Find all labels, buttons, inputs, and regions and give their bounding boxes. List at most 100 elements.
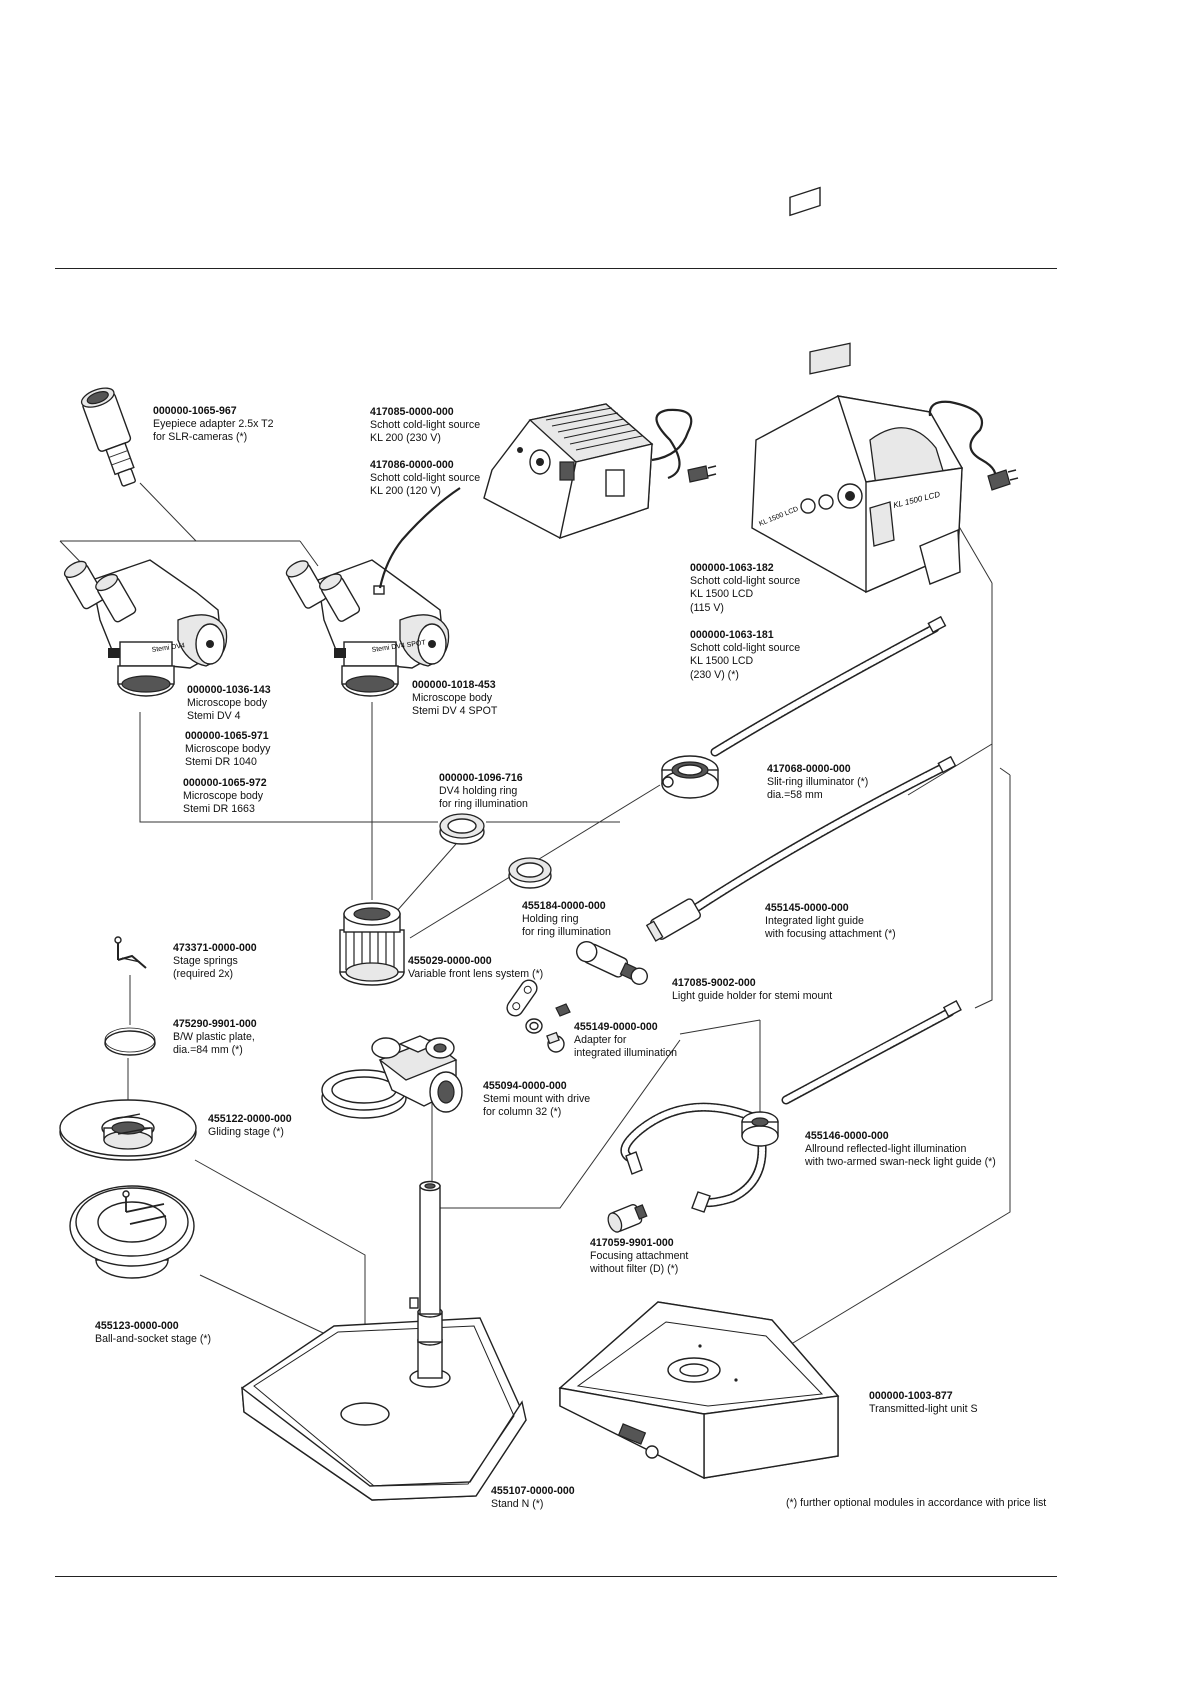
part-number: 455094-0000-000 — [483, 1080, 567, 1092]
part-description: Gliding stage (*) — [208, 1126, 284, 1139]
label-stemi-mount: 455094-0000-000 Stemi mount with drive f… — [483, 1080, 590, 1120]
part-description: for ring illumination — [439, 798, 528, 811]
part-description: (115 V) — [690, 601, 724, 614]
part-number: 455146-0000-000 — [805, 1130, 889, 1142]
part-description: (required 2x) — [173, 968, 234, 981]
connector-mount — [431, 1039, 681, 1209]
part-number: 473371-0000-000 — [173, 942, 257, 954]
stand-n-drawing — [241, 1180, 527, 1501]
dv4-holding-ring-drawing — [439, 813, 485, 845]
label-ball-socket: 455123-0000-000 Ball-and-socket stage (*… — [95, 1320, 211, 1346]
part-description: Stemi DR 1040 — [185, 756, 257, 769]
part-number: 000000-1063-181 — [690, 629, 774, 641]
part-description: KL 1500 LCD — [690, 655, 754, 668]
label-adapter-integrated: 455149-0000-000 Adapter for integrated i… — [574, 1021, 677, 1061]
connector-ring-lens — [395, 843, 457, 913]
part-description: Microscope body — [187, 697, 268, 710]
part-description: for column 32 (*) — [483, 1106, 562, 1119]
microscope-body-right-drawing: Stemi DV4 SPOT — [285, 559, 450, 697]
plastic-plate-drawing — [104, 1027, 156, 1056]
part-description: Schott cold-light source — [370, 472, 481, 485]
part-description: (230 V) (*) — [690, 668, 739, 681]
label-slit-ring: 417068-0000-000 Slit-ring illuminator (*… — [767, 763, 868, 803]
part-description: Light guide holder for stemi mount — [672, 990, 833, 1003]
part-description: Schott cold-light source — [690, 642, 801, 655]
focusing-attachment-drawing — [607, 1203, 648, 1233]
part-description: Microscope bodyy — [185, 743, 271, 756]
label-body-dv4spot: 000000-1018-453 Microscope body Stemi DV… — [412, 679, 497, 719]
holding-ring-drawing — [508, 857, 552, 889]
label-kl200-120: 417086-0000-000 Schott cold-light source… — [370, 459, 480, 499]
stemi-mount-drawing — [321, 1035, 463, 1119]
connector-lines — [59, 482, 1011, 1425]
kl1500-drawing: KL 1500 LCD KL 1500 LCD — [751, 186, 1019, 594]
part-description: integrated illumination — [574, 1047, 678, 1060]
label-kl1500-230: 000000-1063-181 Schott cold-light source… — [690, 629, 800, 682]
part-number: 417085-9002-000 — [672, 977, 756, 989]
part-number: 417086-0000-000 — [370, 459, 454, 471]
part-description: Stemi DR 1663 — [183, 803, 255, 816]
part-number: 417059-9901-000 — [590, 1237, 674, 1249]
part-number: 455122-0000-000 — [208, 1113, 292, 1125]
label-front-lens: 455029-0000-000 Variable front lens syst… — [408, 955, 543, 981]
label-body-dv4: 000000-1036-143 Microscope body Stemi DV… — [187, 684, 271, 724]
part-number: 000000-1003-877 — [869, 1390, 953, 1402]
label-kl1500-115: 000000-1063-182 Schott cold-light source… — [690, 562, 800, 615]
part-description: dia.=58 mm — [767, 789, 823, 802]
front-lens-drawing — [339, 902, 405, 986]
part-number: 455107-0000-000 — [491, 1485, 575, 1497]
adapter-integrated-drawing — [506, 979, 571, 1053]
part-description: Eyepiece adapter 2.5x T2 — [153, 418, 274, 431]
kl200-drawing — [483, 403, 717, 540]
label-stand-n: 455107-0000-000 Stand N (*) — [491, 1485, 575, 1511]
label-integrated-light-guide: 455145-0000-000 Integrated light guide w… — [765, 902, 896, 942]
part-description: for ring illumination — [522, 926, 611, 939]
part-number: 455149-0000-000 — [574, 1021, 658, 1033]
part-description: KL 1500 LCD — [690, 588, 754, 601]
part-description: Holding ring — [522, 913, 579, 926]
allround-illumination-drawing — [620, 999, 962, 1213]
ball-socket-stage-drawing — [69, 1185, 195, 1279]
label-focusing-attachment: 417059-9901-000 Focusing attachment with… — [590, 1237, 688, 1277]
part-description: with focusing attachment (*) — [765, 928, 896, 941]
light-guide-holder-drawing — [576, 941, 648, 985]
part-description: for SLR-cameras (*) — [153, 431, 248, 444]
label-eyepiece-adapter: 000000-1065-967 Eyepiece adapter 2.5x T2… — [153, 405, 274, 445]
transmitted-light-unit-drawing — [558, 1301, 840, 1480]
part-description: Stemi DV 4 — [187, 710, 241, 723]
part-description: Allround reflected-light illumination — [805, 1143, 967, 1156]
part-description: Stemi DV 4 SPOT — [412, 705, 498, 718]
part-description: Microscope body — [412, 692, 493, 705]
part-description: Stand N (*) — [491, 1498, 544, 1511]
part-number: 455029-0000-000 — [408, 955, 492, 967]
part-description: Ball-and-socket stage (*) — [95, 1333, 211, 1346]
part-description: with two-armed swan-neck light guide (*) — [805, 1156, 996, 1169]
part-description: without filter (D) (*) — [590, 1263, 679, 1276]
part-description: Slit-ring illuminator (*) — [767, 776, 869, 789]
part-number: 000000-1096-716 — [439, 772, 523, 784]
part-description: Transmitted-light unit S — [869, 1403, 978, 1416]
part-description: Focusing attachment — [590, 1250, 689, 1263]
connector-eyepiece-bodies — [139, 482, 197, 542]
body-left-mark: Stemi DV4 — [151, 642, 185, 654]
kl200-light-guide-cable — [378, 487, 461, 589]
part-number: 475290-9901-000 — [173, 1018, 257, 1030]
label-body-dr1040: 000000-1065-971 Microscope bodyy Stemi D… — [185, 730, 270, 770]
label-stage-springs: 473371-0000-000 Stage springs (required … — [173, 942, 257, 982]
part-number: 455123-0000-000 — [95, 1320, 179, 1332]
footnote: (*) further optional modules in accordan… — [786, 1497, 1047, 1509]
eyepiece-adapter-drawing — [80, 387, 136, 487]
connector-bodies-ring — [139, 712, 438, 823]
part-number: 000000-1065-971 — [185, 730, 269, 742]
part-description: Schott cold-light source — [370, 419, 481, 432]
part-description: B/W plastic plate, — [173, 1031, 255, 1044]
label-allround: 455146-0000-000 Allround reflected-light… — [805, 1130, 996, 1170]
stage-springs-drawing — [114, 936, 147, 969]
part-description: Adapter for — [574, 1034, 627, 1047]
part-number: 417068-0000-000 — [767, 763, 851, 775]
part-description: dia.=84 mm (*) — [173, 1044, 243, 1057]
gliding-stage-drawing — [59, 1099, 197, 1161]
part-number: 455145-0000-000 — [765, 902, 849, 914]
